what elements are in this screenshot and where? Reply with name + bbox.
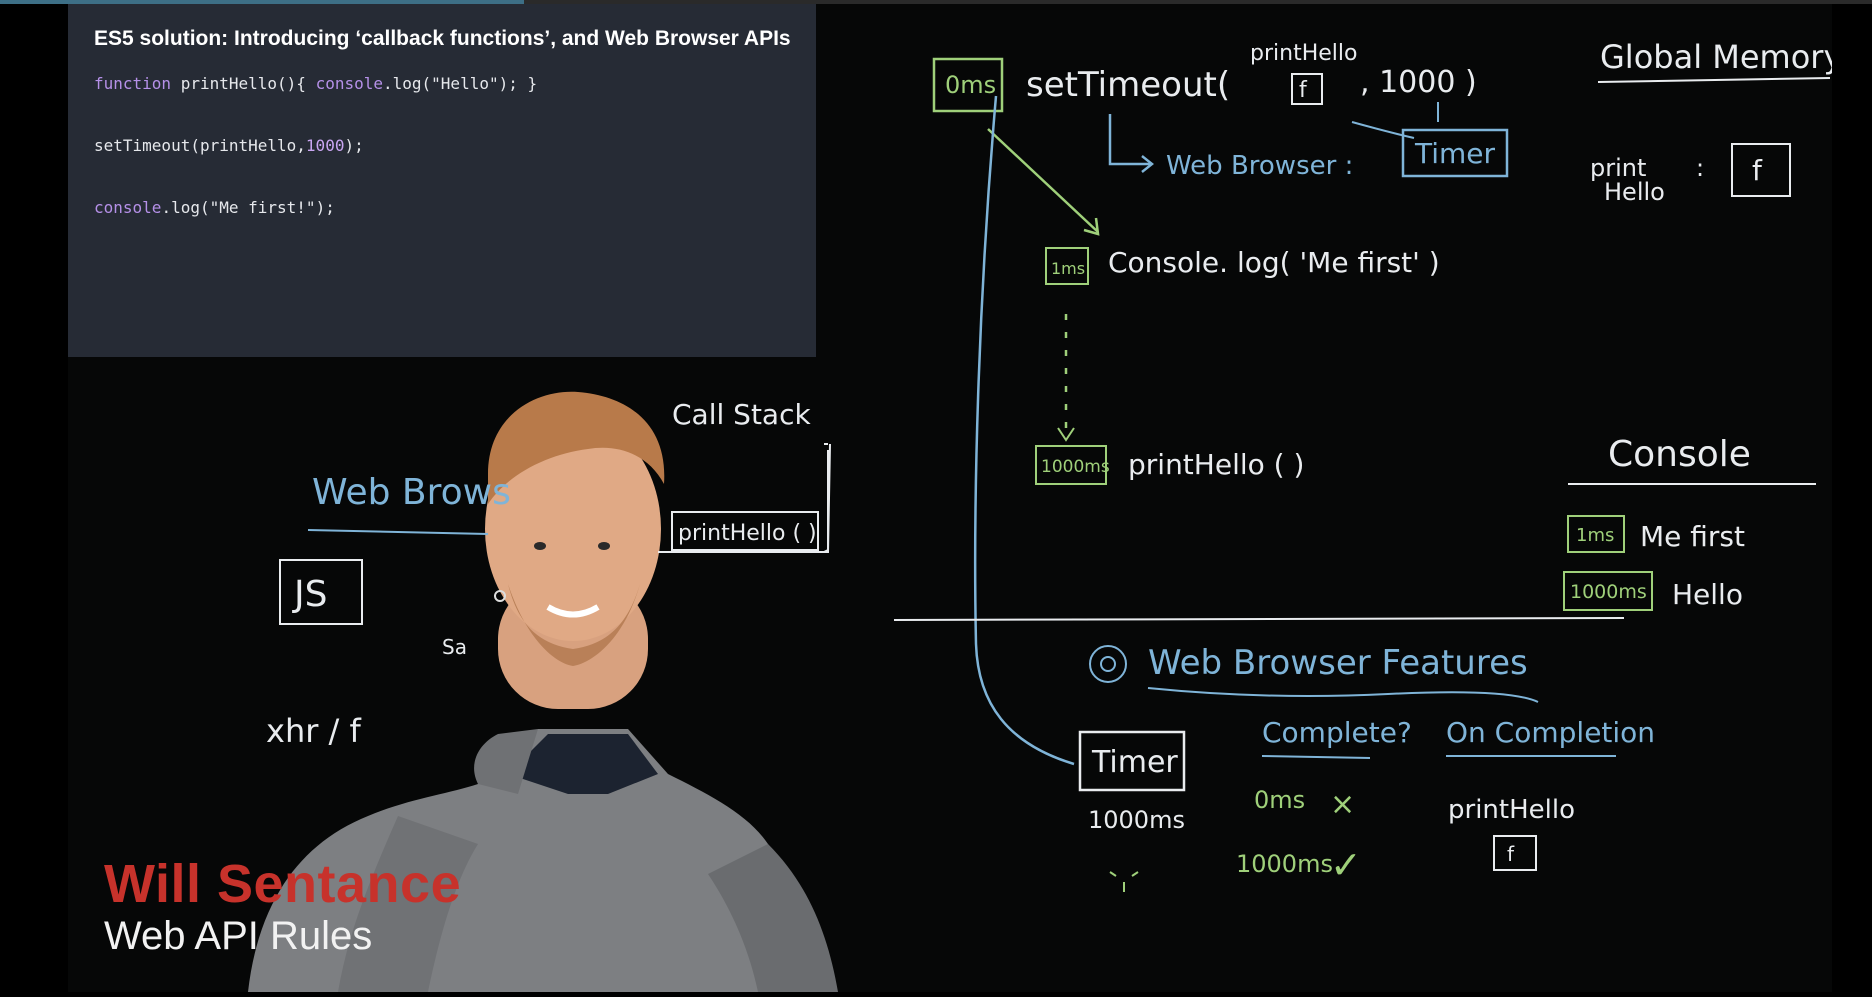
sa-label: Sa xyxy=(442,635,467,659)
console-me-first: Me first xyxy=(1640,520,1745,553)
row1-cross-icon: × xyxy=(1330,787,1355,822)
arg-1000: , 1000 ) xyxy=(1360,65,1477,100)
row2-check-icon: ✓ xyxy=(1330,843,1362,887)
web-browser-arrow-label: Web Browser : xyxy=(1166,151,1353,181)
time-label-1000ms: 1000ms xyxy=(1041,457,1110,477)
video-progress-track[interactable] xyxy=(0,0,1872,4)
global-memory-heading: Global Memory xyxy=(1600,38,1832,76)
console-time-1000ms: 1000ms xyxy=(1570,581,1647,603)
code-log-call: .log("Hello"); } xyxy=(383,74,538,93)
arg-f-icon: f xyxy=(1299,78,1308,103)
thread-of-execution-line xyxy=(973,95,1075,766)
row2-time: 1000ms xyxy=(1236,850,1333,878)
code-line-1: function printHello(){ console.log("Hell… xyxy=(94,72,790,134)
lesson-title: Web API Rules xyxy=(104,914,373,958)
global-hello-label: Hello xyxy=(1604,178,1665,206)
js-box-label: JS xyxy=(292,574,327,615)
time-label-0ms: 0ms xyxy=(945,71,996,99)
settimeout-label: setTimeout( xyxy=(1026,65,1230,105)
svg-text::: : xyxy=(1696,154,1704,182)
web-browser-features: Web Browser Features Complete? On Comple… xyxy=(1078,643,1655,892)
code-line-2: setTimeout(printHello,1000); xyxy=(94,134,790,196)
complete-header: Complete? xyxy=(1262,716,1412,749)
lower-third-caption: Will Sentance Web API Rules xyxy=(104,855,461,959)
section-divider xyxy=(893,617,1625,621)
whiteboard-drawing: 0ms setTimeout( printHello f , 1000 ) We… xyxy=(248,38,1842,992)
timer-feature-label: Timer xyxy=(1091,745,1178,780)
letterbox-left xyxy=(0,4,68,992)
call-stack-frame: printHello ( ) xyxy=(678,521,817,546)
code-function-decl: printHello(){ xyxy=(171,74,316,93)
completion-fn: printHello xyxy=(1448,795,1575,825)
slide-title: ES5 solution: Introducing ‘callback func… xyxy=(94,27,791,50)
code-keyword: function xyxy=(94,74,172,93)
console-hello: Hello xyxy=(1672,578,1743,611)
console-log-step: 1ms Console. log( 'Me first' ) xyxy=(1045,246,1440,442)
timer-duration-label: 1000ms xyxy=(1088,806,1185,834)
code-console-object: console xyxy=(94,198,162,217)
code-line-3: console.log("Me first!"); xyxy=(94,196,790,258)
web-browser-features-heading: Web Browser Features xyxy=(1148,643,1528,683)
xhr-label: xhr / f xyxy=(266,712,362,750)
speaker-name: Will Sentance xyxy=(104,854,462,914)
console-time-1ms: 1ms xyxy=(1576,525,1614,546)
code-console-object: console xyxy=(315,74,383,93)
call-stack-heading: Call Stack xyxy=(672,398,811,431)
global-f-icon: f xyxy=(1752,154,1763,187)
on-completion-header: On Completion xyxy=(1446,716,1655,749)
code-line2-end: ); xyxy=(344,136,364,155)
console-heading: Console xyxy=(1608,434,1751,475)
code-number: 1000 xyxy=(305,136,345,155)
letterbox-right xyxy=(1832,4,1872,992)
code-log-call: .log("Me first!"); xyxy=(161,198,335,217)
time-label-1ms: 1ms xyxy=(1051,259,1085,278)
video-progress-fill xyxy=(0,0,525,4)
arg-printhello: printHello xyxy=(1250,41,1357,66)
row1-time: 0ms xyxy=(1254,786,1305,814)
global-memory: Global Memory print Hello : f xyxy=(1590,38,1842,206)
printhello-step: 1000ms printHello ( ) xyxy=(1035,445,1304,485)
presenter-figure xyxy=(248,391,838,992)
printhello-call: printHello ( ) xyxy=(1128,448,1304,481)
console-output: Console 1ms Me first 1000ms Hello xyxy=(1563,434,1816,611)
timer-top-label: Timer xyxy=(1414,137,1496,170)
completion-f-icon: f xyxy=(1507,842,1515,866)
background-sketch-left: Call Stack printHello ( ) Web Brows JS S… xyxy=(266,398,831,750)
global-print-label: print xyxy=(1590,154,1646,182)
console-log-me-first: Console. log( 'Me first' ) xyxy=(1108,246,1440,279)
settimeout-diagram: 0ms setTimeout( printHello f , 1000 ) We… xyxy=(932,41,1509,236)
web-browser-left-heading: Web Brows xyxy=(312,472,511,513)
slide-code-panel: ES5 solution: Introducing ‘callback func… xyxy=(68,4,816,357)
code-settimeout-call: setTimeout(printHello, xyxy=(94,136,306,155)
